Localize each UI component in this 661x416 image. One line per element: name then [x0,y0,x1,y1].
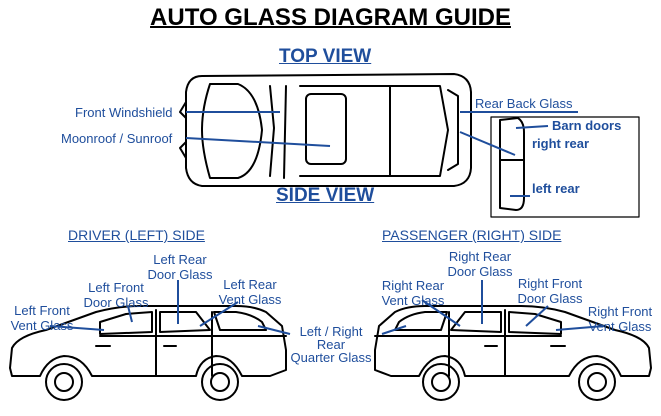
label-front-windshield: Front Windshield [75,105,173,120]
label-barn-left-rear: left rear [532,181,580,196]
page-title: AUTO GLASS DIAGRAM GUIDE [150,4,511,31]
driver-side-car [9,305,287,401]
label-moonroof: Moonroof / Sunroof [61,131,173,146]
label-barn-right-rear: right rear [532,136,590,151]
leader-lines [49,111,605,335]
driver-side-heading: DRIVER (LEFT) SIDE [68,227,205,243]
passenger-side-car [374,305,652,401]
barn-doors-box [490,116,640,218]
top-view-heading: TOP VIEW [279,46,372,67]
side-view-heading: SIDE VIEW [276,185,375,206]
label-rear-back-glass: Rear Back Glass [475,96,573,111]
top-view-car [179,73,525,211]
label-barn-doors: Barn doors [552,118,622,133]
passenger-side-heading: PASSENGER (RIGHT) SIDE [382,227,562,243]
